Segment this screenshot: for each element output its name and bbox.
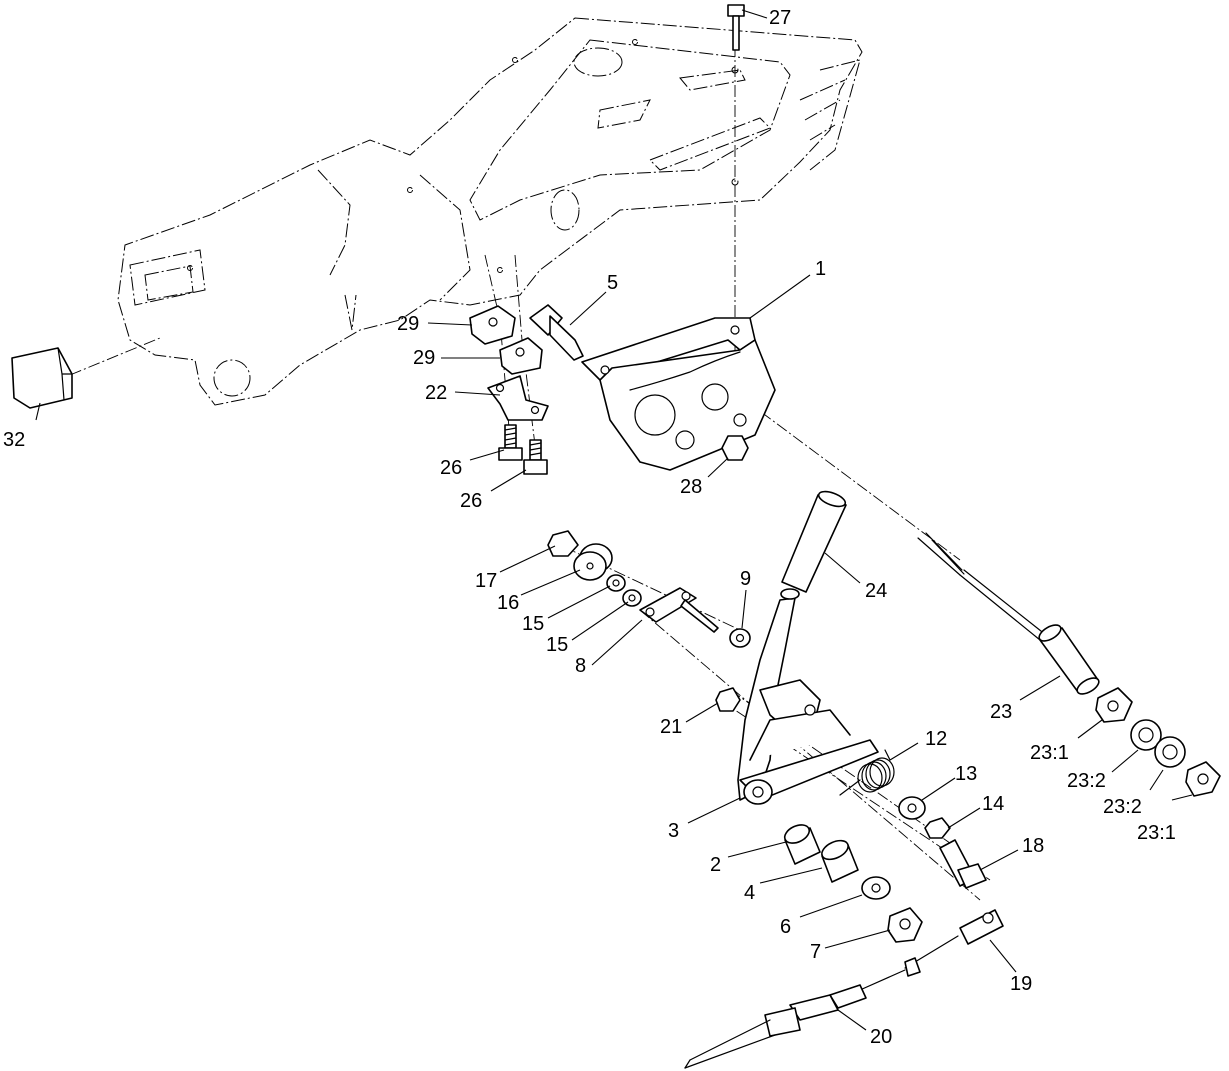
nut-7 — [887, 907, 923, 943]
callout-27: 27 — [769, 7, 791, 29]
knob-24 — [781, 490, 847, 593]
callout-26-lower: 26 — [460, 490, 482, 512]
bracket-22 — [487, 375, 549, 421]
callout-1: 1 — [815, 258, 826, 280]
callout-9: 9 — [740, 568, 751, 590]
callout-22: 22 — [425, 382, 447, 404]
callout-29-lower: 29 — [413, 347, 435, 369]
callout-3: 3 — [668, 820, 679, 842]
washer-6 — [861, 876, 891, 900]
callout-23-1-upper: 23:1 — [1030, 742, 1069, 764]
spring-12 — [839, 749, 895, 796]
callout-32: 32 — [3, 429, 25, 451]
lever-3 — [737, 588, 879, 805]
callout-28: 28 — [680, 476, 702, 498]
end-cap-32 — [11, 347, 73, 409]
callout-4: 4 — [744, 882, 755, 904]
callout-21: 21 — [660, 716, 682, 738]
clip-nut-29-lower — [499, 337, 543, 375]
callout-20: 20 — [870, 1026, 892, 1048]
callout-7: 7 — [810, 941, 821, 963]
callout-2: 2 — [710, 854, 721, 876]
bolt-5 — [529, 304, 584, 361]
callout-12: 12 — [925, 728, 947, 750]
bushing-4 — [821, 839, 859, 883]
stud-18 — [939, 839, 987, 889]
callout-24: 24 — [865, 580, 887, 602]
screw-26-left — [498, 424, 523, 461]
callout-29-upper: 29 — [397, 313, 419, 335]
callout-17: 17 — [475, 570, 497, 592]
leader-lines — [35, 9, 1193, 1031]
callout-18: 18 — [1022, 835, 1044, 857]
washer-15-a — [606, 574, 626, 592]
callout-16: 16 — [497, 592, 519, 614]
callout-19: 19 — [1010, 973, 1032, 995]
link-plate-8 — [639, 587, 719, 633]
callout-15-upper: 15 — [522, 613, 544, 635]
bushing-2 — [783, 824, 821, 865]
washer-13 — [898, 796, 926, 820]
lockwasher-23-2-b — [1154, 736, 1186, 768]
nut-23-1-b — [1185, 761, 1221, 797]
lockwasher-23-2-a — [1130, 719, 1162, 751]
callout-23-2-lower: 23:2 — [1103, 796, 1142, 818]
bolt-27 — [727, 4, 745, 51]
nut-14 — [924, 817, 951, 839]
callout-23: 23 — [990, 701, 1012, 723]
nut-28 — [721, 435, 749, 461]
switch-23 — [917, 532, 1100, 695]
bushing-9 — [729, 628, 751, 648]
nut-23-1-a — [1095, 687, 1133, 723]
nut-17 — [547, 530, 579, 557]
callout-23-2-upper: 23:2 — [1067, 770, 1106, 792]
screw-26-right — [523, 439, 548, 475]
callout-labels: 27 1 5 29 29 22 32 26 26 28 17 16 15 15 … — [3, 7, 1176, 1048]
callout-13: 13 — [955, 763, 977, 785]
nut-21 — [715, 687, 741, 712]
callout-6: 6 — [780, 916, 791, 938]
callout-26-upper: 26 — [440, 457, 462, 479]
clip-nut-29-upper — [469, 305, 516, 345]
callout-23-1-lower: 23:1 — [1137, 822, 1176, 844]
callout-8: 8 — [575, 655, 586, 677]
rod-end-19 — [959, 909, 1004, 945]
spacer-16 — [573, 543, 613, 581]
cable-20 — [684, 935, 959, 1069]
frame-phantom — [117, 17, 863, 406]
callout-14: 14 — [982, 793, 1004, 815]
callout-15-lower: 15 — [546, 634, 568, 656]
callout-5: 5 — [607, 272, 618, 294]
